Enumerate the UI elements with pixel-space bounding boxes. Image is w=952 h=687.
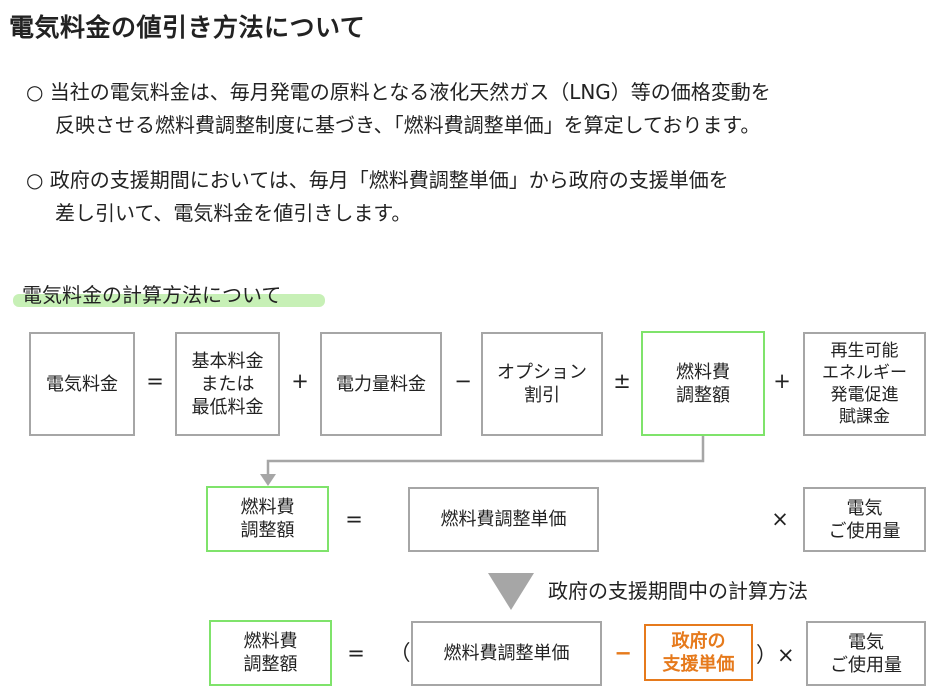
op-left-paren: （ [389,641,411,665]
bullet-1-line-2: 反映させる燃料費調整制度に基づき、「燃料費調整単価」を算定しております。 [55,113,761,137]
connector-arrowhead [260,474,276,486]
op-equals-1: = [146,369,164,393]
op-right-paren-times: ）× [756,643,795,667]
op-minus-3: − [614,641,632,665]
fuel-adjustment-connector [266,436,705,476]
bullet-2-line-2: 差し引いて、電気料金を値引きします。 [55,201,412,225]
box-government-support-price: 政府の 支援単価 [644,624,753,681]
bullet-1: ○ 当社の電気料金は、毎月発電の原料となる液化天然ガス（LNG）等の価格変動を … [26,76,771,142]
box-electricity-charge-label: 電気料金 [46,373,118,395]
box-fuel-adjustment-label: 燃料費 調整額 [676,361,730,406]
op-times-2: × [771,507,789,531]
box-fuel-adjustment-2-label: 燃料費 調整額 [240,497,295,541]
op-equals-2: = [345,507,363,531]
box-energy-charge: 電力量料金 [320,332,442,436]
op-plus-1: + [291,369,309,393]
page-title: 電気料金の値引き方法について [9,13,366,42]
op-minus-1: − [454,369,472,393]
box-fuel-unit-price-3-label: 燃料費調整単価 [443,643,570,664]
op-plus-minus: ± [613,369,631,393]
box-electricity-usage: 電気 ご使用量 [803,487,926,552]
section-title: 電気料金の計算方法について [22,283,282,307]
op-equals-3: = [347,641,365,665]
box-option-discount: オプション 割引 [481,332,603,436]
bullet-1-line-1: ○ 当社の電気料金は、毎月発電の原料となる液化天然ガス（LNG）等の価格変動を [26,80,771,104]
box-fuel-adjustment: 燃料費 調整額 [641,331,765,436]
box-renewable-surcharge: 再生可能 エネルギー 発電促進 賦課金 [803,332,926,436]
box-electricity-charge: 電気料金 [29,332,135,436]
box-fuel-adjustment-3: 燃料費 調整額 [209,620,332,686]
box-renewable-surcharge-label: 再生可能 エネルギー 発電促進 賦課金 [822,341,907,427]
bullet-2: ○ 政府の支援期間においては、毎月「燃料費調整単価」から政府の支援単価を 差し引… [26,164,729,230]
government-support-note: 政府の支援期間中の計算方法 [548,579,808,603]
box-government-support-price-label: 政府の 支援単価 [662,630,735,675]
op-plus-2: + [773,369,791,393]
box-fuel-unit-price-3: 燃料費調整単価 [411,621,602,686]
section-title-highlight [13,294,325,307]
box-electricity-usage-label: 電気 ご使用量 [828,497,901,542]
box-fuel-adjustment-3-label: 燃料費 調整額 [243,631,298,675]
box-fuel-unit-price-label: 燃料費調整単価 [440,509,567,530]
box-electricity-usage-3-label: 電気 ご使用量 [830,631,902,676]
down-triangle-icon [488,573,534,610]
box-electricity-usage-3: 電気 ご使用量 [806,621,926,686]
box-basic-charge-label: 基本料金 または 最低料金 [191,350,264,418]
bullet-2-line-1: ○ 政府の支援期間においては、毎月「燃料費調整単価」から政府の支援単価を [26,168,729,192]
box-fuel-unit-price: 燃料費調整単価 [408,487,599,552]
box-fuel-adjustment-2: 燃料費 調整額 [206,486,329,552]
box-option-discount-label: オプション 割引 [497,362,587,406]
box-energy-charge-label: 電力量料金 [336,373,426,395]
box-basic-charge: 基本料金 または 最低料金 [175,332,280,436]
